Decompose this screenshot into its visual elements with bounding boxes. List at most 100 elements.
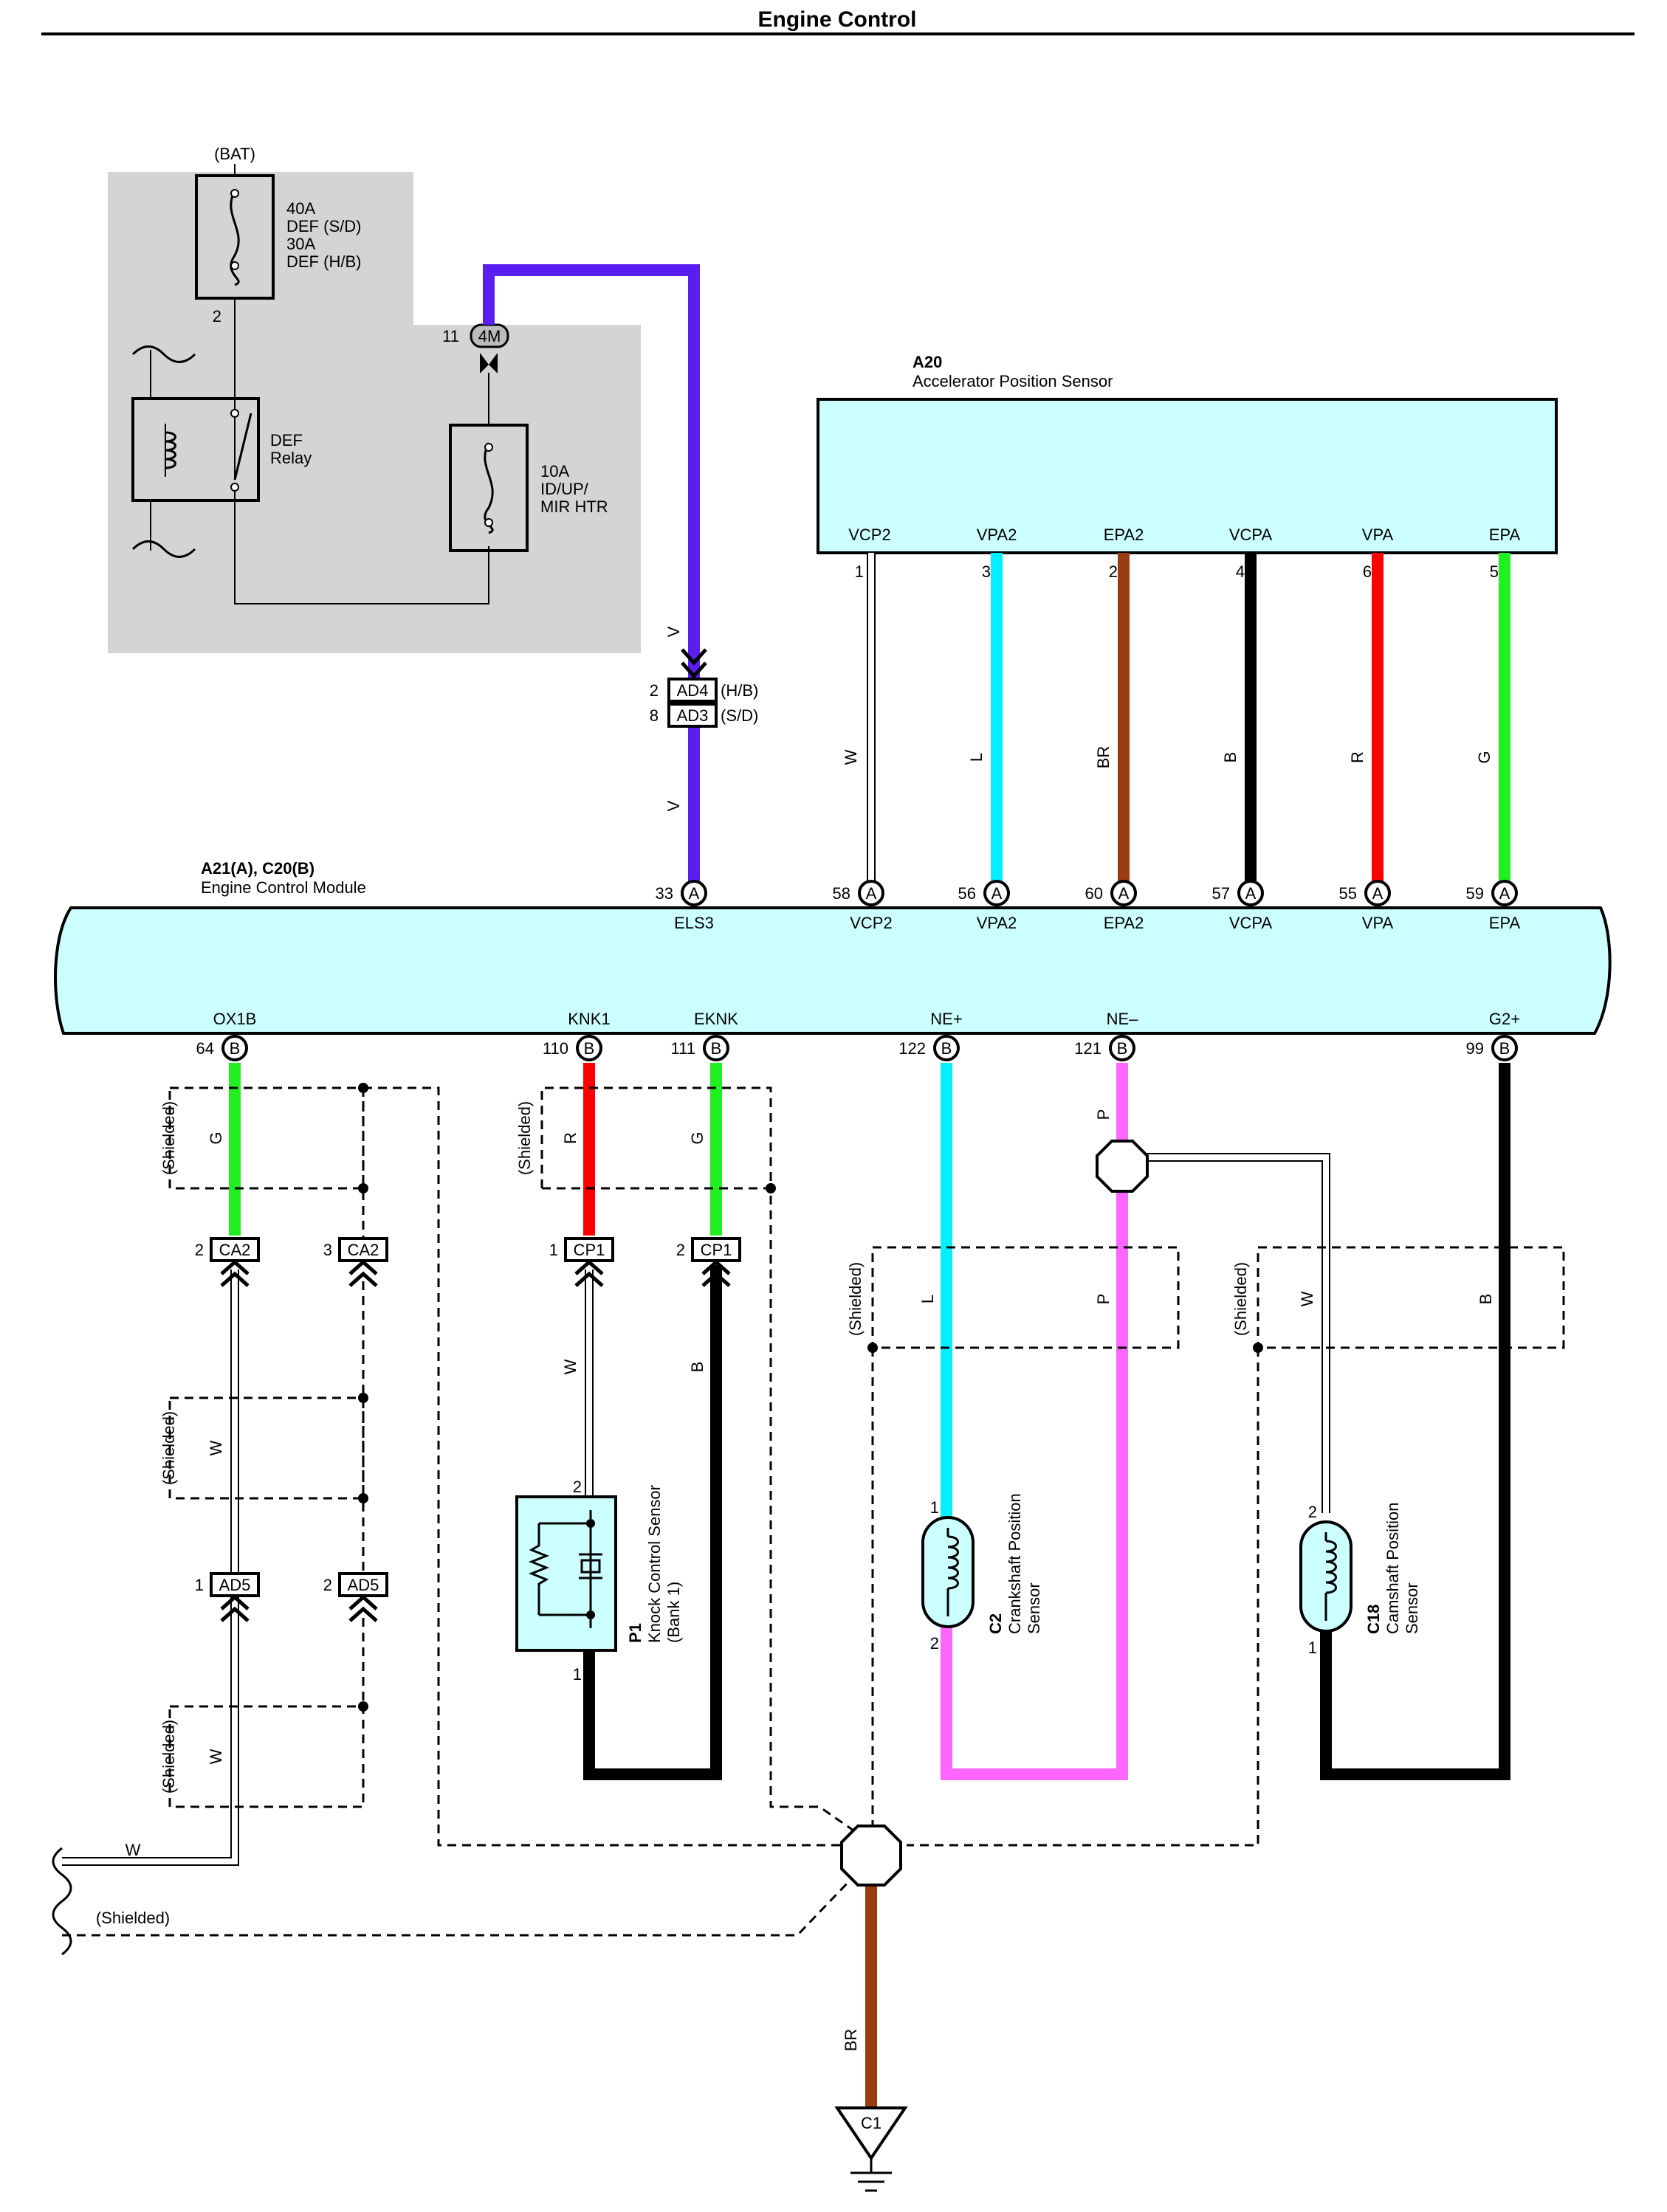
relay-label2: Relay bbox=[270, 449, 312, 467]
knock-sensor-pin-top: 2 bbox=[573, 1478, 582, 1496]
ecm-label-g2-plus: G2+ bbox=[1489, 1010, 1520, 1028]
connector-4m-icon bbox=[480, 353, 498, 373]
wire-p-label-1: P bbox=[1094, 1294, 1113, 1305]
a20-pin-num-3: 3 bbox=[982, 562, 991, 581]
fuse-def-line2: DEF (S/D) bbox=[286, 217, 361, 235]
ecm-label-vpa: VPA bbox=[1362, 914, 1394, 932]
crank-sensor-id: C2 bbox=[986, 1613, 1005, 1634]
connector-cp1-2 bbox=[691, 1237, 741, 1287]
ecm-label-epa: EPA bbox=[1489, 914, 1521, 932]
terminal-b-64-letter: B bbox=[230, 1039, 241, 1058]
terminal-b-64 bbox=[221, 1035, 248, 1061]
cp1-1-pin: 1 bbox=[549, 1241, 558, 1259]
ecm-pin-111: 111 bbox=[671, 1039, 695, 1058]
wire-w-label-3: W bbox=[561, 1359, 580, 1374]
shield-lines bbox=[62, 1086, 1565, 1937]
connector-ad5-2 bbox=[338, 1572, 388, 1622]
cam-sensor-body bbox=[1299, 1520, 1352, 1633]
wire-b-eknk-loop bbox=[583, 1265, 722, 1780]
bat-label: (BAT) bbox=[214, 145, 255, 163]
ad3-name: AD3 bbox=[677, 706, 709, 725]
crank-coil-icon bbox=[947, 1535, 959, 1590]
knock-sensor-name1: Knock Control Sensor bbox=[645, 1485, 664, 1643]
crank-sensor-pin-bottom: 2 bbox=[930, 1634, 939, 1653]
cam-sensor-pin-bottom: 1 bbox=[1308, 1639, 1317, 1657]
terminal-a-60-letter: A bbox=[1118, 884, 1130, 903]
shielded-label-5: (Shielded) bbox=[846, 1262, 865, 1336]
wire-break-icon bbox=[131, 540, 196, 558]
ecm-bottom-terminals bbox=[221, 1035, 1518, 1061]
a20-id: A20 bbox=[912, 353, 942, 371]
junction-block-shade bbox=[108, 172, 641, 653]
fuse-mir-line1: 10A bbox=[540, 462, 569, 480]
shielded-label-3: (Shielded) bbox=[159, 1720, 178, 1794]
ecm-pin-99: 99 bbox=[1466, 1039, 1484, 1058]
wire-p-ne-minus bbox=[941, 1063, 1128, 1780]
wire-l-label: L bbox=[918, 1295, 937, 1303]
a20-pin-label-vcpa: VCPA bbox=[1229, 526, 1273, 544]
ad5-2-pin: 2 bbox=[323, 1576, 332, 1594]
terminal-a-55 bbox=[1364, 880, 1391, 906]
splice-ground bbox=[840, 1825, 902, 1887]
crank-sensor-name1: Crankshaft Position bbox=[1006, 1493, 1024, 1634]
terminal-a-59-letter: A bbox=[1499, 884, 1510, 903]
ecm-pin-55: 55 bbox=[1339, 884, 1357, 903]
knock-sensor-pin-bottom: 1 bbox=[573, 1665, 582, 1684]
cam-sensor-name1: Camshaft Position bbox=[1384, 1502, 1402, 1634]
wire-v-label1: V bbox=[664, 626, 683, 637]
connector-4m-name: 4M bbox=[478, 327, 501, 345]
ecm-name: Engine Control Module bbox=[201, 878, 366, 897]
double-chevron-icon bbox=[681, 648, 707, 679]
terminal-a-60 bbox=[1110, 880, 1137, 906]
ad3-pin: 8 bbox=[650, 706, 659, 725]
ecm-id: A21(A), C20(B) bbox=[201, 859, 315, 878]
ecm-label-epa2: EPA2 bbox=[1104, 914, 1144, 932]
wire-w-label-2: W bbox=[207, 1748, 225, 1764]
a20-wire-l: L bbox=[967, 753, 986, 762]
ecm-label-knk1: KNK1 bbox=[568, 1010, 610, 1028]
a20-body bbox=[817, 398, 1558, 554]
wire-break-icon bbox=[131, 345, 196, 363]
wire-g-label-ox1b: G bbox=[207, 1131, 225, 1144]
ad5-2-name: AD5 bbox=[348, 1576, 379, 1594]
ecm-pin-122: 122 bbox=[898, 1039, 926, 1058]
relay-coil-icon bbox=[165, 431, 176, 469]
ecm-pin-56: 56 bbox=[958, 884, 976, 903]
ca2-3-name: CA2 bbox=[348, 1241, 379, 1259]
relay-label1: DEF bbox=[270, 431, 303, 449]
a20-pin-label-vpa: VPA bbox=[1362, 526, 1394, 544]
terminal-a-58 bbox=[858, 880, 884, 906]
ground-c1-name: C1 bbox=[861, 2114, 881, 2132]
terminal-b-122-letter: B bbox=[941, 1039, 952, 1058]
fuse-def-line1: 40A bbox=[286, 199, 315, 218]
a20-pin-num-6: 6 bbox=[1363, 562, 1372, 581]
shield-junction-dots bbox=[358, 1083, 1263, 1712]
ad5-1-name: AD5 bbox=[219, 1576, 251, 1594]
connector-4m-pin: 11 bbox=[442, 327, 459, 345]
ca2-2-name: CA2 bbox=[219, 1241, 251, 1259]
terminal-a-59 bbox=[1491, 880, 1518, 906]
ecm-label-ne-plus: NE+ bbox=[930, 1010, 962, 1028]
ad3-note: (S/D) bbox=[721, 706, 758, 725]
ecm-label-ne-minus: NE– bbox=[1107, 1010, 1139, 1028]
terminal-a-58-letter: A bbox=[866, 884, 877, 903]
ecm-pin-57: 57 bbox=[1212, 884, 1230, 903]
a20-pin-label-vcp2: VCP2 bbox=[848, 526, 890, 544]
ad4-pin: 2 bbox=[650, 681, 659, 700]
a20-pin-label-epa2: EPA2 bbox=[1104, 526, 1144, 544]
wire-w-label-1: W bbox=[207, 1440, 225, 1455]
terminal-a-56-letter: A bbox=[991, 884, 1003, 903]
diagram-title: Engine Control bbox=[758, 7, 917, 32]
fuse-mir-line3: MIR HTR bbox=[540, 497, 608, 516]
fuse-mir-line2: ID/UP/ bbox=[540, 480, 589, 498]
connector-ad3 bbox=[667, 703, 718, 728]
crank-sensor-body bbox=[921, 1516, 975, 1628]
terminal-b-111 bbox=[703, 1035, 729, 1061]
wire-br-label: BR bbox=[842, 2029, 860, 2052]
ecm-body bbox=[54, 906, 1612, 1035]
a20-pin-num-5: 5 bbox=[1490, 562, 1499, 581]
wire-v-label2: V bbox=[664, 800, 683, 811]
shielded-label-2: (Shielded) bbox=[159, 1411, 178, 1485]
ground-icon bbox=[850, 2158, 892, 2192]
